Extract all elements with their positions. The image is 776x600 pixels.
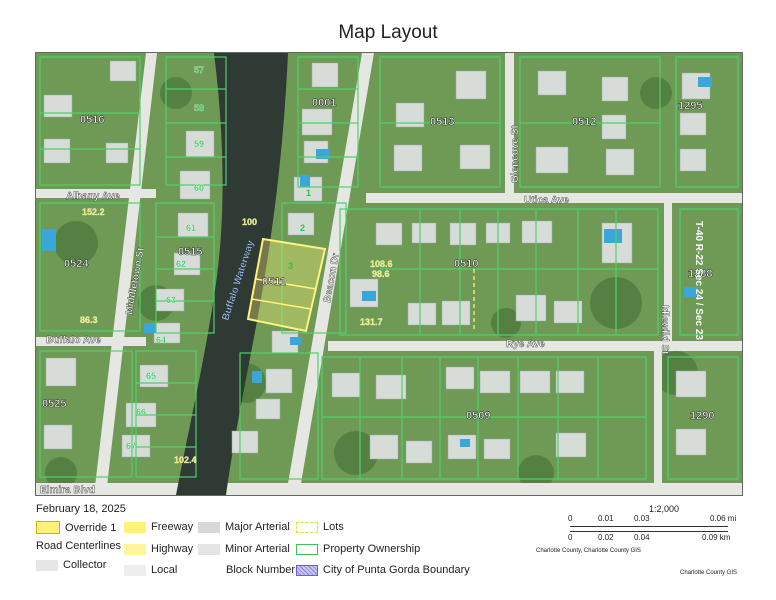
local-swatch [124,564,146,576]
subject-parcel[interactable] [246,237,327,333]
block-number-0524: 0524 [64,258,89,270]
block-number-0510: 0510 [454,258,478,270]
street-label-glencove: Glencove St [510,125,521,183]
scale-bar: 1:2,000 0 0.01 0.03 0.06 mi 0 0.02 0.04 … [568,504,740,548]
svg-text:108.6: 108.6 [370,259,393,269]
legend-minor-arterial: Minor Arterial [198,543,290,555]
block-number-0525: 0525 [42,398,66,410]
freeway-swatch [124,521,146,533]
svg-text:66: 66 [136,407,146,417]
legend-freeway: Freeway [124,521,193,533]
credit-left: Charlotte County, Charlotte County GIS [536,548,641,554]
svg-text:98.6: 98.6 [372,269,390,279]
svg-text:102.4: 102.4 [174,455,197,465]
legend-city-boundary: City of Punta Gorda Boundary [296,564,470,576]
svg-text:152.2: 152.2 [82,207,105,217]
block-number-1288: 1288 [688,268,712,280]
svg-text:63: 63 [166,295,176,305]
street-label-rye: Rye Ave [506,339,545,350]
svg-text:61: 61 [186,223,196,233]
svg-text:1: 1 [306,188,311,198]
lots-swatch [296,521,318,533]
street-label-elmira: Elmira Blvd [40,485,95,495]
property-ownership-swatch [296,543,318,555]
map-canvas: Albany Ave Utica Ave Buffalo Ave Rye Ave… [36,53,742,495]
street-label-utica: Utica Ave [524,195,569,206]
minor-arterial-swatch [198,543,220,555]
block-number-0513: 0513 [430,116,454,128]
svg-text:59: 59 [194,139,204,149]
city-boundary-swatch [296,564,318,576]
street-label-idlewild: Idlewild St [659,305,670,355]
svg-text:62: 62 [176,259,186,269]
highway-swatch [124,543,146,555]
street-label-albany: Albany Ave [66,191,120,202]
block-number-0511: 0511 [262,276,286,288]
svg-text:58: 58 [194,103,204,113]
block-number-0001: 0001 [312,97,336,109]
scale-line [570,526,728,532]
credit-right: Charlotte County GIS [680,570,738,576]
legend-major-arterial: Major Arterial [198,521,290,533]
block-number-0516: 0516 [80,114,104,126]
street-label-buffalo-ave: Buffalo Ave [46,335,101,346]
block-number-1295: 1295 [678,100,702,112]
legend-local: Local [124,564,177,576]
svg-text:2: 2 [300,223,305,233]
scale-ratio: 1:2,000 [648,504,680,514]
block-number-0512: 0512 [572,116,596,128]
legend-property-ownership: Property Ownership [296,543,420,555]
svg-text:3: 3 [288,261,293,271]
map-viewport[interactable]: Albany Ave Utica Ave Buffalo Ave Rye Ave… [35,52,743,496]
block-number-1290: 1290 [690,410,714,422]
major-arterial-swatch [198,521,220,533]
houses [43,60,711,464]
block-number-0515: 0515 [178,246,202,258]
section-label: T-40 R-22 Sec 24 / Sec 23 [693,221,704,340]
svg-text:100: 100 [242,217,257,227]
legend-override: Override 1 [36,521,116,534]
legend-highway: Highway [124,543,193,555]
pools [42,77,712,447]
map-title: Map Layout [338,22,438,43]
collector-swatch [36,559,58,571]
subject-lot-numbers: 2 1 3 [288,188,311,271]
svg-text:65: 65 [146,371,156,381]
block-number-0509: 0509 [466,410,490,422]
svg-text:64: 64 [156,335,166,345]
lot-numbers: 57 58 59 60 61 62 63 64 65 66 67 100 102… [80,65,393,465]
legend-collector: Collector [36,559,106,571]
svg-text:131.7: 131.7 [360,317,383,327]
legend-block-number: Block Number [226,564,296,576]
map-date: February 18, 2025 [36,503,126,515]
legend-road-centerlines: Road Centerlines [36,540,121,552]
property-lines [39,56,739,480]
buffalo-waterway [176,53,288,495]
legend-lots: Lots [296,521,344,533]
svg-text:86.3: 86.3 [80,315,98,325]
svg-text:60: 60 [194,183,204,193]
svg-text:57: 57 [194,65,204,75]
override-swatch [36,521,60,534]
block-numbers: 0516 0001 0513 0512 1295 0515 0524 0511 … [42,97,715,423]
svg-text:67: 67 [126,441,136,451]
